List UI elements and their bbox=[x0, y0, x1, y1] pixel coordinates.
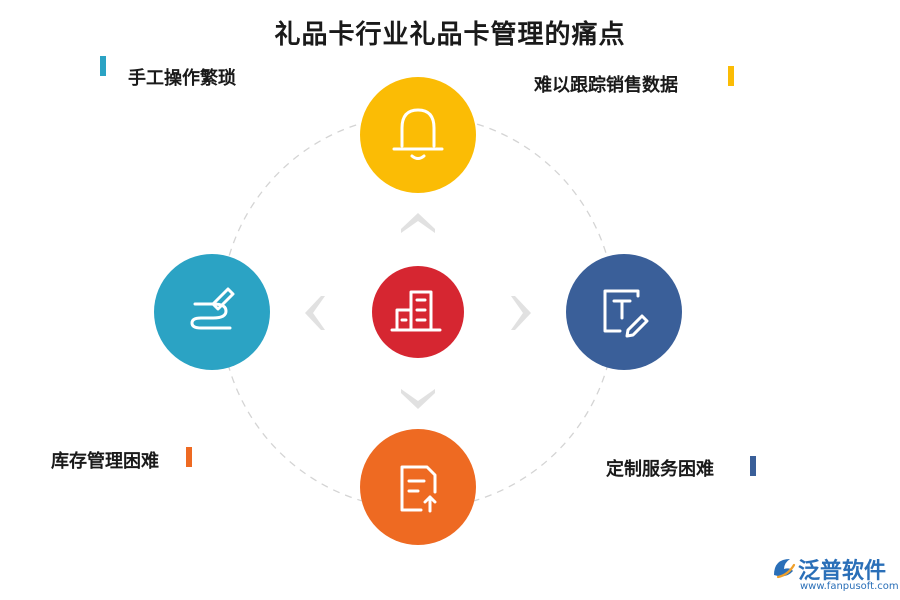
building-icon bbox=[390, 290, 442, 332]
bell-icon bbox=[392, 108, 444, 160]
logo-name: 泛普软件 bbox=[798, 559, 887, 584]
node-left-circle bbox=[154, 254, 270, 370]
label-bottom: 库存管理困难 bbox=[51, 451, 159, 472]
label-right: 定制服务困难 bbox=[606, 459, 714, 480]
chevron-up-icon bbox=[401, 213, 435, 233]
chevron-left-icon bbox=[305, 296, 325, 330]
brand-logo: 泛普软件 www.fanpusoft.com bbox=[770, 553, 899, 597]
chevron-down-icon bbox=[401, 389, 435, 409]
node-right bbox=[566, 254, 682, 370]
node-bottom bbox=[360, 429, 476, 545]
label-left: 手工操作繁琐 bbox=[128, 68, 236, 89]
node-top bbox=[360, 77, 476, 193]
node-center bbox=[372, 266, 464, 358]
label-bar-bottom bbox=[186, 447, 192, 467]
node-top-circle bbox=[360, 77, 476, 193]
label-top: 难以跟踪销售数据 bbox=[534, 75, 678, 96]
signature-pen-icon bbox=[190, 287, 235, 330]
chevron-right-icon bbox=[511, 296, 531, 330]
logo-mark-icon bbox=[774, 559, 796, 579]
node-bottom-circle bbox=[360, 429, 476, 545]
node-center-circle bbox=[372, 266, 464, 358]
logo-url: www.fanpusoft.com bbox=[800, 581, 899, 592]
text-edit-icon bbox=[603, 289, 649, 338]
label-bar-left bbox=[100, 56, 106, 76]
document-upload-icon bbox=[400, 465, 437, 513]
page-title: 礼品卡行业礼品卡管理的痛点 bbox=[274, 20, 626, 50]
label-bar-top bbox=[728, 66, 734, 86]
label-bar-right bbox=[750, 456, 756, 476]
node-left bbox=[154, 254, 270, 370]
node-right-circle bbox=[566, 254, 682, 370]
